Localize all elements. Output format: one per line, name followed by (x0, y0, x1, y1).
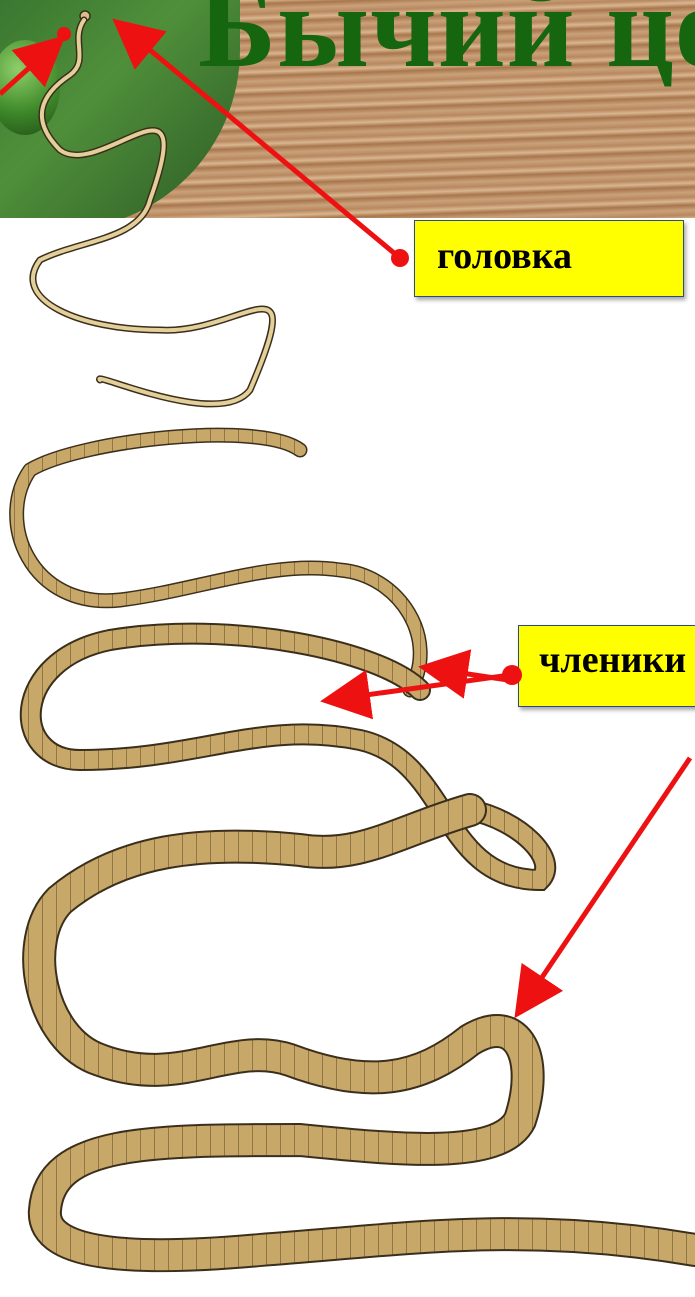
arrow-to-head-left (0, 42, 58, 94)
arrow-to-segment-2 (428, 668, 508, 680)
arrow-to-segment-3 (520, 758, 690, 1010)
arrow-origin-segments (502, 665, 522, 685)
arrow-origin-head (391, 249, 409, 267)
arrow-dot-head-left (57, 27, 71, 41)
arrow-to-head (120, 25, 400, 258)
